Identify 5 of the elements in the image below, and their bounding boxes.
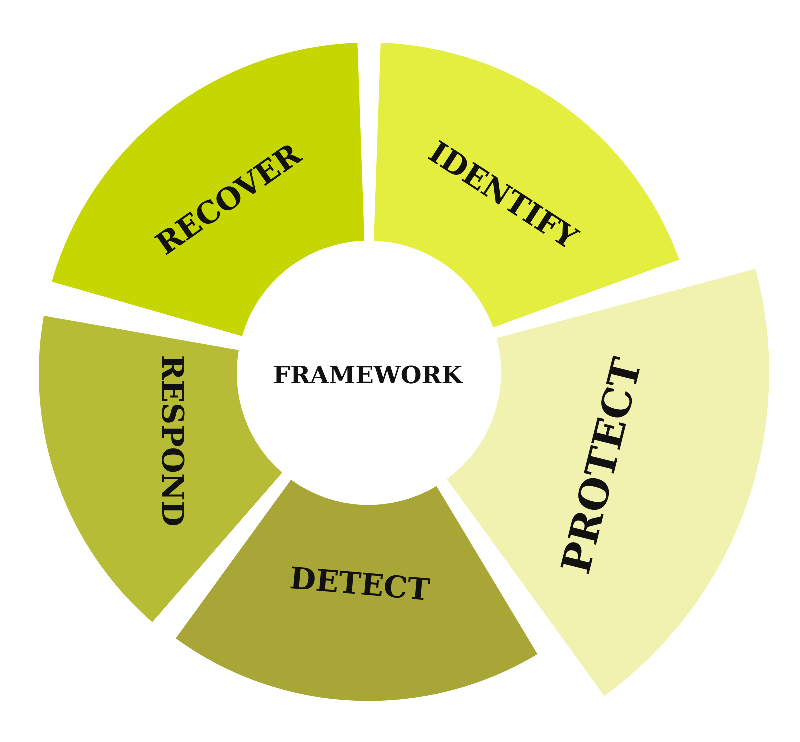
wedge-segment — [52, 43, 364, 337]
segment-label: DETECT — [288, 561, 432, 609]
wedge-segment — [374, 43, 680, 328]
segment-label: RESPOND — [154, 355, 190, 527]
center-label: FRAMEWORK — [273, 360, 463, 390]
